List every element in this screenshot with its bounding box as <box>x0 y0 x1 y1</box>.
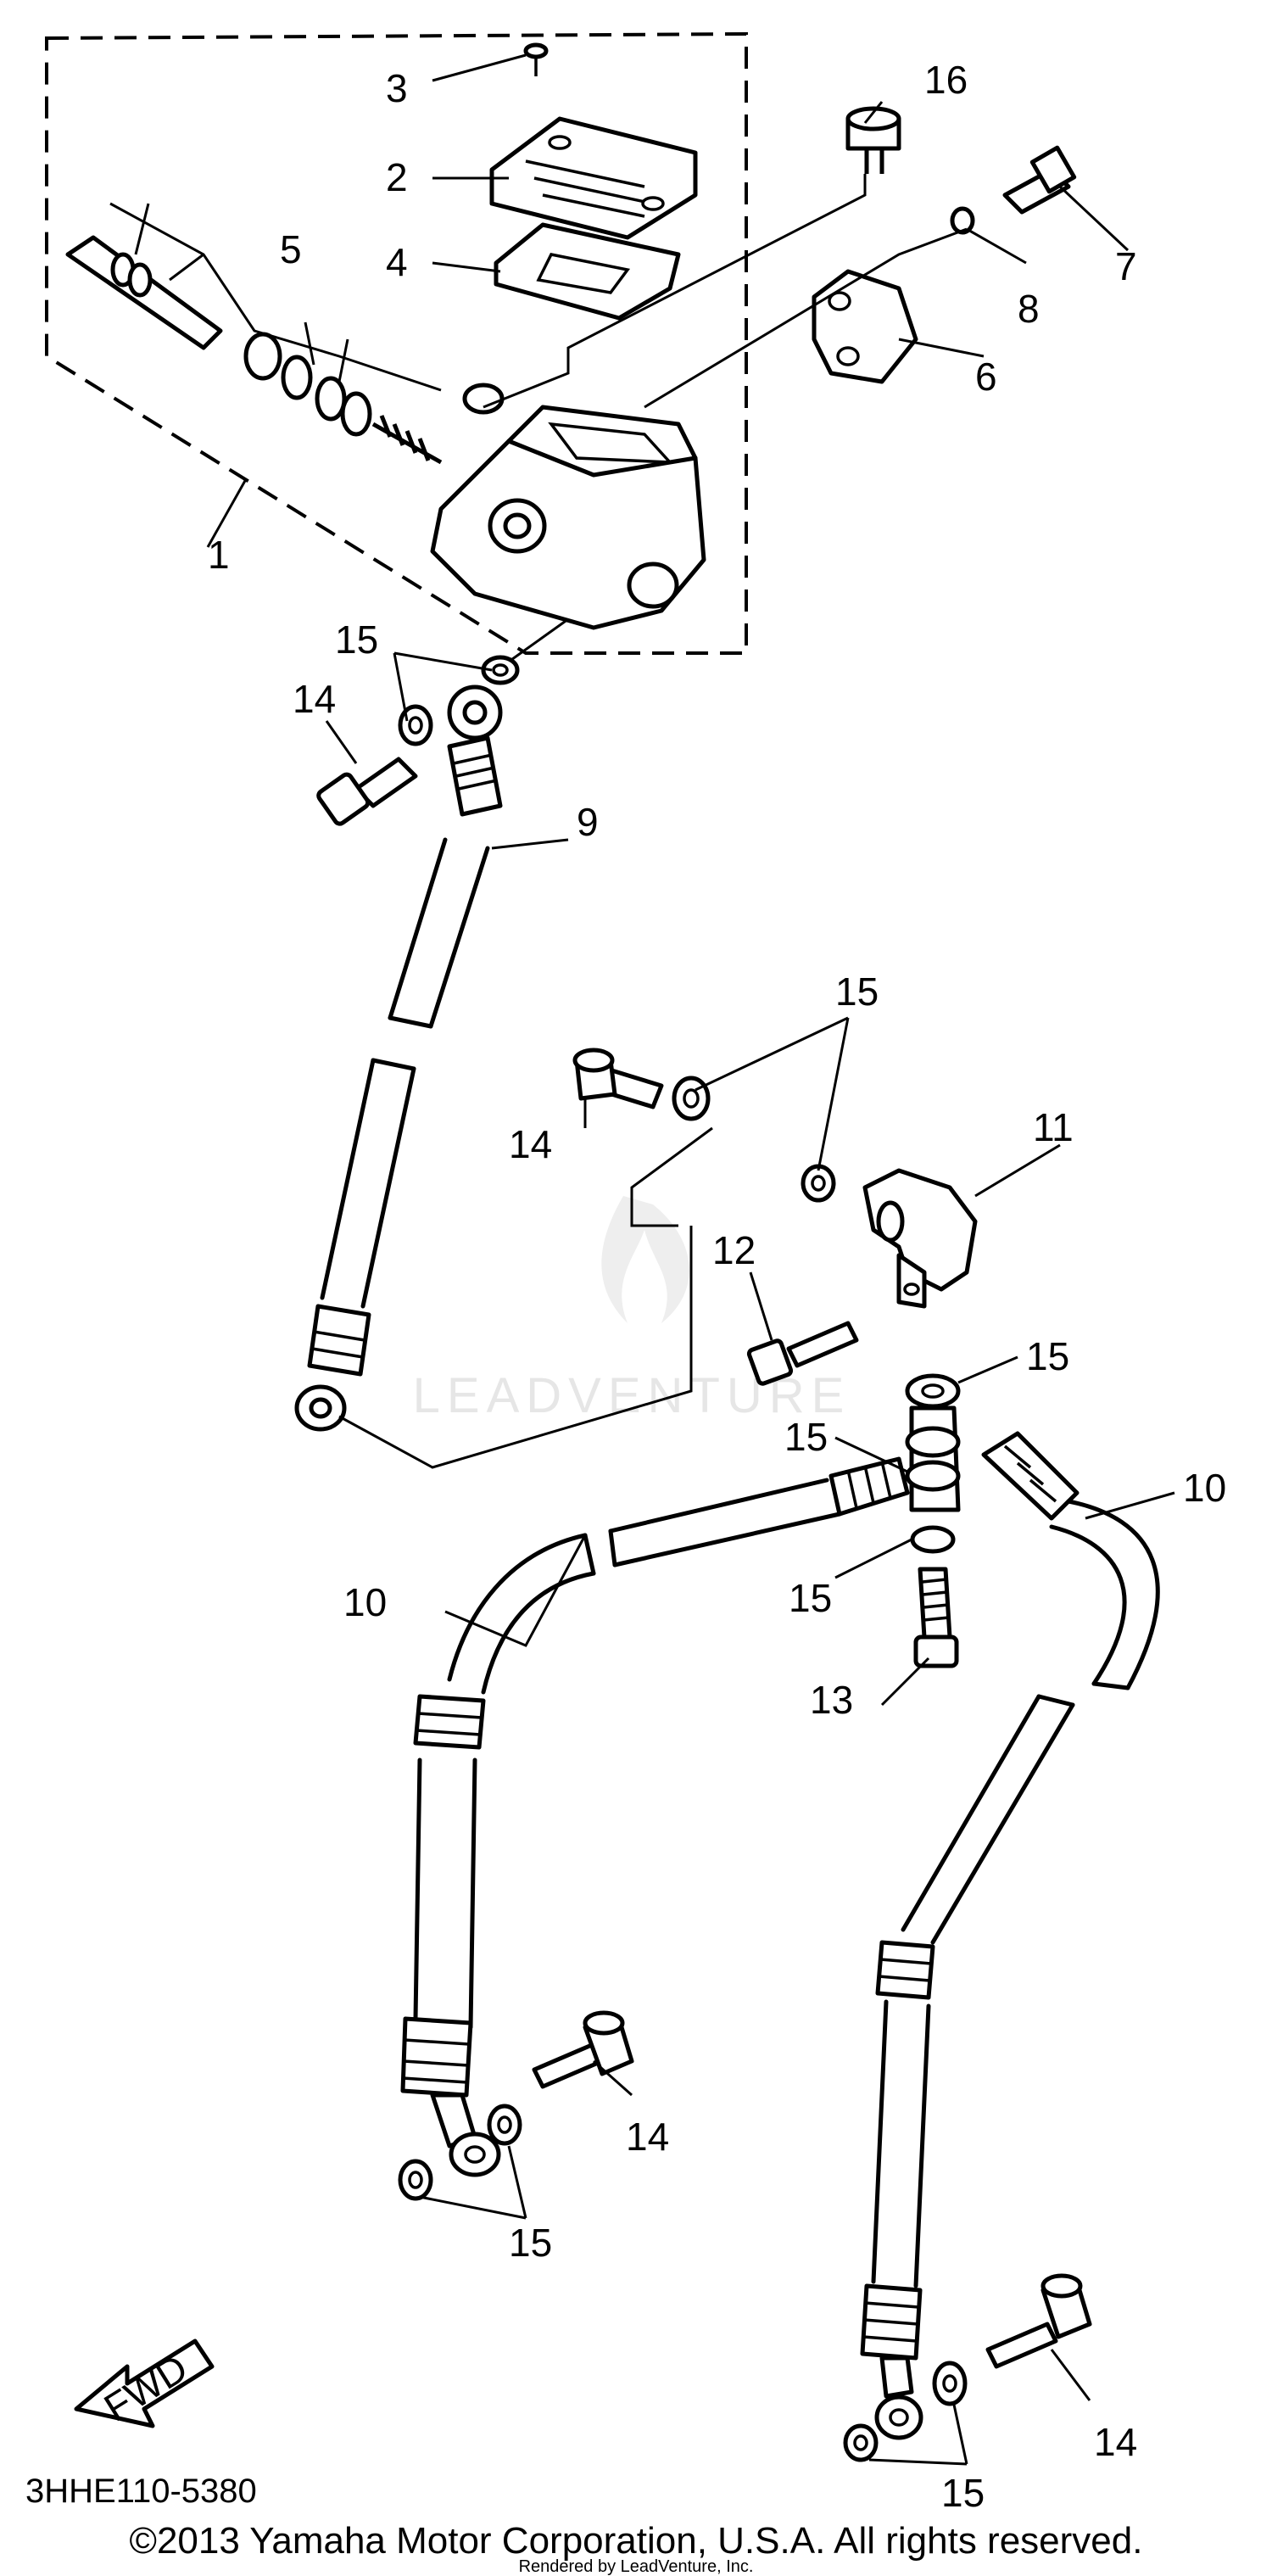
master-cylinder-body <box>430 383 706 630</box>
three-way-joint <box>905 1373 961 1554</box>
callout-labels: 1 2 3 4 5 6 7 8 9 10 10 11 12 13 14 14 1… <box>208 58 1226 2515</box>
callout-15-e: 15 <box>789 1576 832 1620</box>
brake-hose-joint <box>862 1168 978 1309</box>
watermark: LEADVENTURE <box>413 1196 844 1423</box>
upper-brake-hose <box>294 685 503 1432</box>
banjo-bolt-14-a <box>316 757 418 826</box>
washer-15-b <box>398 704 433 746</box>
master-cylinder-assembly-boundary <box>45 31 748 655</box>
callout-16: 16 <box>924 58 968 102</box>
washer-15-a <box>481 655 520 685</box>
callout-1: 1 <box>208 533 230 577</box>
reservoir-screw <box>523 42 549 76</box>
callout-14-a: 14 <box>293 677 336 721</box>
diagram-code: 3HHE110-5380 <box>25 2473 257 2510</box>
leader-lines-lower <box>325 651 1175 2466</box>
copyright-notice: ©2013 Yamaha Motor Corporation, U.S.A. A… <box>130 2520 1143 2562</box>
holder-bolt <box>1002 145 1077 215</box>
callout-9: 9 <box>577 800 599 844</box>
callout-13: 13 <box>810 1678 853 1722</box>
washer-15-left-b <box>487 2104 522 2146</box>
forward-direction-arrow: FWD <box>74 2339 215 2430</box>
washer-15-left-a <box>398 2159 433 2201</box>
callout-3: 3 <box>386 66 408 110</box>
holder-washer <box>950 206 975 235</box>
washer-15-d <box>801 1164 836 1203</box>
leader-lines-upper <box>206 53 1130 663</box>
callout-7: 7 <box>1115 244 1137 288</box>
washer-15-c <box>672 1076 711 1121</box>
brake-hose-left <box>400 1456 910 2177</box>
callout-15-f: 15 <box>509 2221 552 2265</box>
callout-10-right: 10 <box>1183 1466 1226 1510</box>
callout-5: 5 <box>280 227 302 271</box>
callout-11: 11 <box>1033 1105 1074 1149</box>
callout-15-a: 15 <box>335 617 378 662</box>
banjo-bolt-14-d <box>985 2273 1092 2369</box>
piston-kit <box>65 202 443 465</box>
callout-15-d: 15 <box>784 1415 828 1459</box>
callout-14-b: 14 <box>509 1122 552 1166</box>
callout-15-b: 15 <box>835 969 879 1014</box>
lever-holder <box>812 269 918 384</box>
rendered-by-credit: Rendered by LeadVenture, Inc. <box>519 2557 754 2576</box>
reservoir-cap <box>489 116 698 240</box>
banjo-bolt-14-c <box>532 2010 634 2089</box>
washer-15-right-b <box>932 2361 968 2406</box>
diaphragm <box>494 222 681 321</box>
callout-2: 2 <box>386 155 408 199</box>
callout-14-d: 14 <box>1094 2420 1137 2464</box>
callout-15-c: 15 <box>1026 1334 1069 1378</box>
callout-4: 4 <box>386 240 408 284</box>
brake-hose-right <box>860 1431 1160 2440</box>
washer-15-right-a <box>843 2423 879 2462</box>
callout-14-c: 14 <box>626 2115 669 2159</box>
union-bolt-13 <box>913 1567 959 1668</box>
joint-bolt-12 <box>746 1321 859 1386</box>
callout-15-g: 15 <box>941 2471 985 2515</box>
callout-12: 12 <box>712 1228 756 1272</box>
callout-8: 8 <box>1018 287 1040 331</box>
callout-10-left: 10 <box>343 1580 387 1624</box>
callout-6: 6 <box>975 355 997 399</box>
reservoir-hose-fitting <box>845 106 901 174</box>
banjo-bolt-14-b <box>572 1048 664 1109</box>
